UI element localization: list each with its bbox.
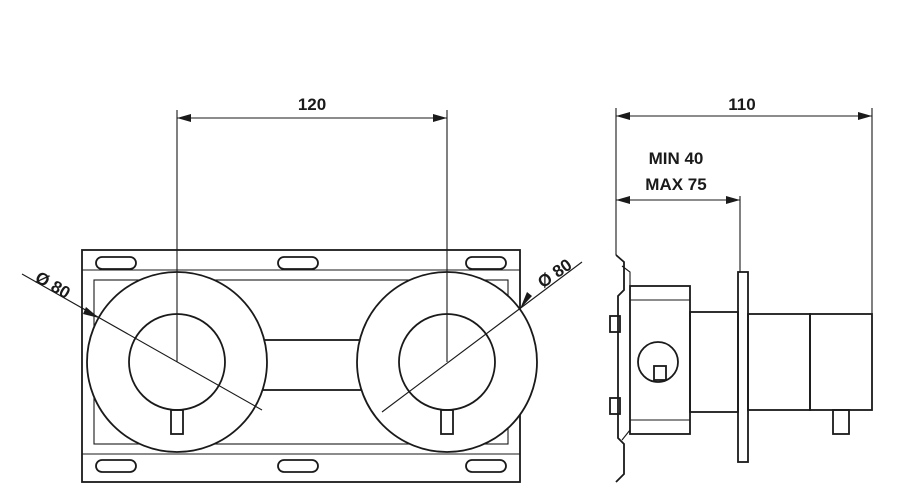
mounting-slot (277, 256, 319, 270)
bracket-screw (609, 397, 621, 415)
diameter-left-label: Ø 80 (32, 268, 73, 303)
cartridge-stem (653, 365, 667, 381)
diameter-leader-right (381, 261, 583, 413)
valve-neck (689, 311, 739, 413)
connector-bar (254, 339, 366, 391)
rosette-left-pin (170, 409, 184, 435)
handle-pin (832, 409, 850, 435)
side-view (609, 108, 873, 483)
diameter-right-label: Ø 80 (534, 255, 575, 292)
diameter-leader-left (21, 273, 263, 411)
mounting-slot (277, 459, 319, 473)
rosette-right-pin (440, 409, 454, 435)
mounting-slot (465, 459, 507, 473)
mounting-slot (95, 459, 137, 473)
dimension-110-label: 110 (728, 95, 755, 114)
wall-bracket (615, 254, 625, 483)
dimension-max-label: MAX 75 (645, 175, 706, 194)
dimension-min-label: MIN 40 (649, 149, 704, 168)
rosette-profile (737, 271, 749, 463)
mounting-slot (465, 256, 507, 270)
cartridge-circle (637, 341, 679, 383)
mounting-slot (95, 256, 137, 270)
handle-cap (809, 313, 873, 411)
front-view (21, 110, 583, 483)
bracket-screw (609, 315, 621, 333)
handle-body (747, 313, 811, 411)
dimension-120-label: 120 (298, 95, 326, 114)
